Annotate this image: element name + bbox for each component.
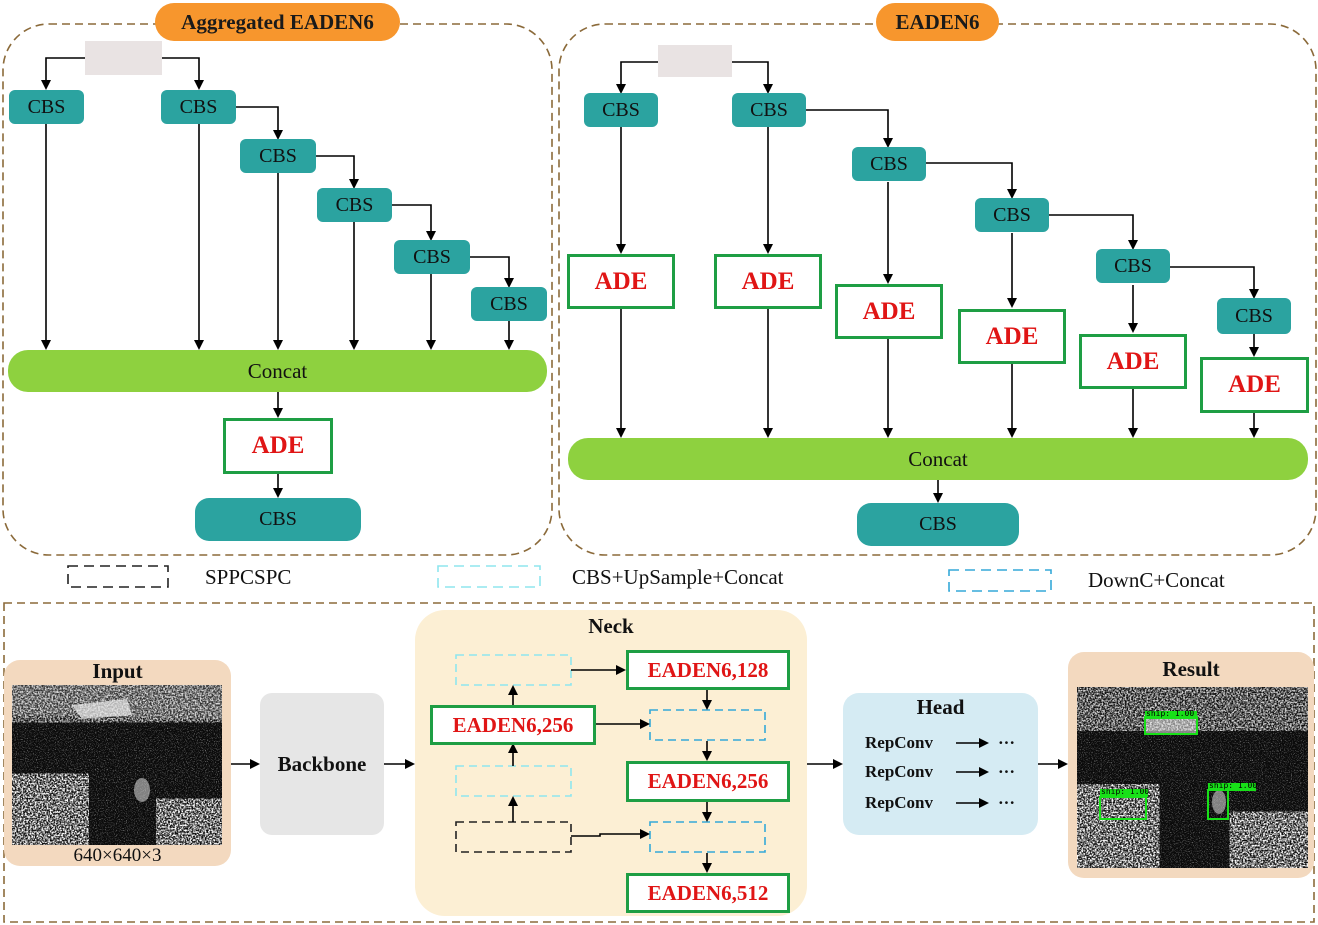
right-cbs-4: CBS (975, 198, 1049, 232)
right-ade-6: ADE (1200, 357, 1309, 413)
head-title: Head (916, 695, 965, 719)
legend-upsample-label: CBS+UpSample+Concat (572, 565, 784, 589)
input-sar-texture (12, 685, 222, 845)
right-cbs-5: CBS (1096, 249, 1170, 283)
neck-downc-box-bottom (649, 821, 766, 853)
legend-upsample-swatch (437, 565, 541, 588)
aggregated-eaden6-title: Aggregated EADEN6 (155, 3, 400, 41)
right-cbs-6: CBS (1217, 298, 1291, 334)
legend-sppcspc-label: SPPCSPC (205, 565, 292, 589)
head-repconv-3: RepConv (865, 793, 934, 812)
eaden6-title: EADEN6 (876, 3, 999, 41)
input-title: Input (92, 659, 143, 683)
neck-title: Neck (588, 614, 634, 638)
right-panel-connectors (616, 61, 1259, 503)
right-input-placeholder (658, 45, 732, 77)
legend-downc-swatch (948, 569, 1052, 592)
head-repconv-2: RepConv (865, 762, 934, 781)
legend-downc-label: DownC+Concat (1088, 568, 1225, 592)
right-ade-3: ADE (835, 284, 943, 339)
neck-eaden6-128: EADEN6,128 (626, 650, 790, 690)
left-panel-connectors (41, 57, 514, 498)
neck-eaden6-256-right: EADEN6,256 (626, 761, 790, 802)
head-panel (843, 693, 1038, 835)
right-ade-5: ADE (1079, 334, 1187, 389)
input-sar-image (12, 685, 222, 845)
result-title: Result (1162, 657, 1220, 681)
left-cbs-1: CBS (9, 90, 84, 124)
right-ade-1: ADE (567, 254, 675, 309)
neck-eaden6-512: EADEN6,512 (626, 873, 790, 913)
left-ade: ADE (223, 418, 333, 474)
head-ellipsis-1: ··· (998, 733, 1016, 752)
right-ade-2: ADE (714, 254, 822, 309)
neck-eaden6-256-left: EADEN6,256 (430, 705, 596, 745)
left-cbs-2: CBS (161, 90, 236, 124)
right-cbs-2: CBS (732, 93, 806, 127)
right-cbs-3: CBS (852, 147, 926, 181)
left-concat: Concat (8, 350, 547, 392)
left-input-placeholder (85, 41, 162, 75)
left-cbs-output: CBS (195, 498, 361, 541)
detection-tag-3 (1208, 783, 1256, 791)
result-sar-texture (1077, 687, 1308, 868)
input-size-label: 640×640×3 (73, 845, 162, 866)
left-cbs-6: CBS (471, 287, 547, 321)
left-cbs-5: CBS (394, 240, 470, 274)
legend-sppcspc-swatch (67, 565, 169, 588)
result-sar-image (1077, 687, 1308, 868)
head-ellipsis-2: ··· (998, 762, 1016, 781)
left-cbs-4: CBS (317, 188, 392, 222)
right-cbs-1: CBS (584, 93, 658, 127)
neck-downc-box-top (649, 709, 766, 741)
detection-tag-1 (1145, 711, 1197, 719)
detection-tag-2 (1100, 789, 1148, 797)
right-concat: Concat (568, 438, 1308, 480)
right-ade-4: ADE (958, 309, 1066, 364)
backbone-box (260, 693, 384, 835)
detection-label-1: ship: 1.00 (1146, 709, 1195, 718)
right-cbs-output: CBS (857, 503, 1019, 546)
head-repconv-1: RepConv (865, 733, 934, 752)
pipeline-connectors (231, 665, 1068, 873)
detection-label-3: ship: 1.00 (1209, 781, 1258, 790)
detection-label-2: ship: 1.00 (1101, 787, 1150, 796)
left-cbs-3: CBS (240, 139, 316, 173)
head-ellipsis-3: ··· (998, 793, 1016, 812)
backbone-label: Backbone (277, 752, 367, 776)
